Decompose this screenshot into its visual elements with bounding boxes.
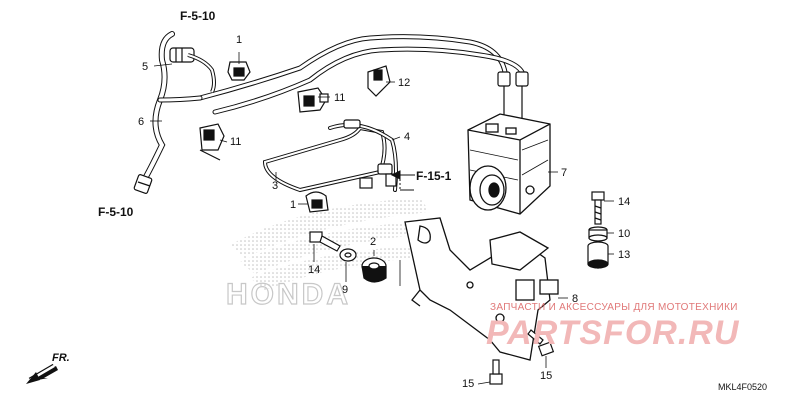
clamp-1-top	[227, 61, 251, 81]
grommet-2	[361, 257, 387, 283]
abs-bracket-8	[404, 217, 559, 361]
brake-hose-end-fitting	[133, 174, 153, 194]
bolt-15-bottom	[489, 359, 503, 385]
callout-11-left: 11	[230, 136, 242, 148]
brake-hose-6	[140, 31, 203, 185]
front-direction-label: FR.	[52, 352, 70, 364]
brake-pipe-main	[197, 34, 525, 115]
callout-5: 5	[142, 61, 149, 73]
callout-4: 4	[404, 131, 411, 143]
pipe-fittings-4	[343, 119, 397, 189]
callout-1-lower: 1	[290, 199, 297, 211]
watermark-tagline: ЗАПЧАСТИ И АКСЕССУАРЫ ДЛЯ МОТОТЕХНИКИ	[490, 302, 738, 313]
bracket-12	[367, 65, 391, 97]
ref-bracket-arrow	[390, 170, 415, 191]
callout-7: 7	[561, 167, 568, 179]
bolt-15-right	[527, 329, 555, 357]
bolt-14-left	[309, 231, 341, 252]
callout-14-left: 14	[308, 264, 321, 276]
clamp-11-top	[297, 87, 329, 113]
ref-bottom: F-5-10	[98, 205, 134, 219]
callout-1-top: 1	[236, 34, 243, 46]
front-direction-icon	[26, 363, 58, 384]
callout-2: 2	[370, 236, 377, 248]
callout-13: 13	[618, 249, 631, 261]
collar-10	[588, 226, 608, 242]
honda-text-watermark: HONDA	[226, 278, 351, 311]
callout-10: 10	[618, 228, 631, 240]
brake-pipe-3	[262, 122, 398, 193]
callout-8: 8	[572, 293, 579, 305]
callout-12: 12	[398, 77, 411, 89]
callout-6: 6	[138, 116, 145, 128]
callout-3: 3	[272, 180, 279, 192]
abs-modulator-7	[467, 113, 551, 215]
leader-lines	[150, 52, 614, 385]
ref-top: F-5-10	[180, 9, 216, 23]
collar-9	[339, 248, 357, 262]
diagram-code: MKL4F0520	[718, 382, 768, 392]
grommet-13	[587, 241, 609, 269]
callout-9: 9	[342, 284, 349, 296]
bolt-14-right	[591, 191, 605, 225]
callout-15-bottom: 15	[462, 378, 475, 390]
callout-14-right: 14	[618, 196, 631, 208]
watermark-site-name: PARTSFOR.RU	[486, 314, 740, 352]
callout-15-right: 15	[540, 370, 553, 382]
callout-11-top: 11	[334, 92, 346, 104]
clamp-11-left	[199, 123, 225, 161]
clamp-1-lower	[305, 191, 329, 213]
abs-pipe-joints	[497, 71, 529, 118]
ref-mid: F-15-1	[416, 169, 452, 183]
brake-hose-fitting-5	[169, 47, 216, 93]
